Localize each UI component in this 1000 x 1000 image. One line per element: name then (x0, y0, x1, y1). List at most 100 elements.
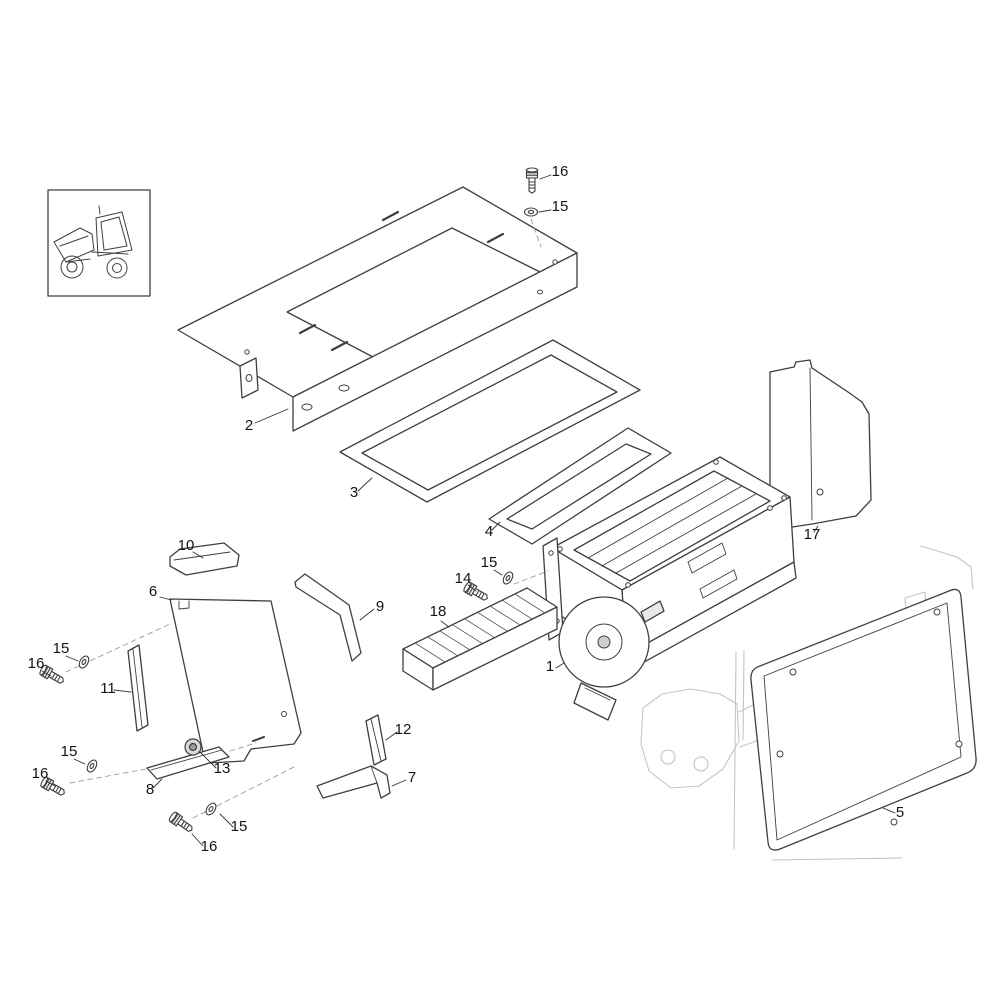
part-label-16-top: 16 (552, 163, 569, 180)
part-label-13: 13 (214, 760, 231, 777)
strip-crease (370, 765, 378, 784)
chassis-edge-left (733, 651, 737, 850)
washer-15-top (523, 207, 539, 217)
part-label-16-left-upper: 16 (28, 655, 45, 672)
part-label-15-mid: 15 (481, 554, 498, 571)
outlet-line (584, 687, 611, 701)
vehicle-thumbnail (47, 189, 151, 297)
flange-hole (537, 289, 543, 295)
panel-hole (776, 750, 784, 758)
rim-bolt (781, 495, 787, 501)
rim-bolt (557, 546, 563, 552)
bracket-crease (173, 551, 231, 561)
unit-vent (687, 542, 727, 574)
seal-inner (506, 443, 652, 530)
part-1-heater-unit (542, 456, 797, 721)
strip-outline (294, 573, 362, 662)
panel-hole (890, 818, 898, 826)
unit-slats (587, 477, 757, 574)
grommet-inner (188, 742, 198, 752)
panel-crease (809, 367, 813, 521)
part-5-rear-panel (750, 588, 977, 851)
plate-front-flange (292, 252, 578, 432)
background-chassis (640, 545, 974, 861)
part-9-trim-strip (294, 573, 362, 662)
part-13-grommet (184, 738, 202, 756)
washer-15-mid (500, 569, 516, 587)
bracket-hole (693, 756, 709, 772)
axis-line (69, 768, 147, 784)
axis-line (229, 742, 257, 752)
part-label-15-bottom: 15 (231, 818, 248, 835)
plate-hole (244, 349, 250, 355)
washer-15-bottom (203, 800, 219, 818)
seal-outer (488, 427, 672, 545)
washer-15-left-upper (76, 653, 92, 671)
part-labels: 16 15 2 3 4 17 1 18 14 15 10 6 9 15 16 1… (28, 163, 905, 855)
unit-connector (640, 600, 665, 623)
part-label-1: 1 (546, 658, 554, 675)
part-label-16-left-lower: 16 (32, 765, 49, 782)
part-label-15-left-lower: 15 (61, 743, 78, 760)
part-label-11: 11 (100, 680, 116, 697)
part-label-15-left-upper: 15 (53, 640, 70, 657)
part-2-mounting-plate (177, 186, 578, 432)
strip-outline (127, 644, 149, 732)
panel-hole (281, 711, 287, 717)
plate-hole (552, 259, 558, 265)
rim-bolt (625, 582, 631, 588)
axis-line (530, 218, 542, 248)
chassis-bracket (640, 688, 740, 789)
part-label-5: 5 (896, 804, 904, 821)
part-3-seal-frame-large (339, 339, 641, 503)
part-label-4: 4 (485, 523, 493, 540)
flange-hole (301, 403, 313, 411)
blower-outlet (573, 682, 617, 721)
part-label-2: 2 (245, 417, 253, 434)
part-label-14: 14 (455, 570, 472, 587)
strip-crease (132, 648, 143, 728)
panel-slot (252, 736, 265, 742)
part-17-side-panel (769, 359, 872, 529)
unit-vent (699, 569, 738, 599)
part-11-trim-strip (127, 644, 149, 732)
chassis-edge-left2 (742, 649, 745, 741)
screw-16-bottom (167, 810, 196, 836)
panel-inner-edge (763, 602, 962, 841)
part-label-6: 6 (149, 583, 157, 600)
filter-pleats (414, 593, 546, 663)
part-18-filter (402, 587, 558, 691)
part-12-trim-strip (365, 714, 387, 766)
flange-hole (338, 384, 350, 392)
part-label-10: 10 (178, 537, 195, 554)
washer-15-left-lower (84, 757, 100, 775)
screw-16-top (525, 167, 539, 194)
rim-bolt (767, 505, 773, 511)
bar-crease (150, 749, 223, 771)
seal-outer (339, 339, 641, 503)
part-label-12: 12 (395, 721, 412, 738)
part-label-17: 17 (804, 526, 821, 543)
part-10-bracket (169, 542, 240, 576)
panel-hole (816, 488, 824, 496)
panel-hole (789, 668, 797, 676)
chassis-edge-top (920, 545, 974, 590)
part-label-7: 7 (408, 769, 416, 786)
dumper-vehicle-icon (53, 205, 133, 279)
axis-line (513, 570, 549, 585)
filter-side (432, 606, 558, 691)
bracket-hole (660, 749, 676, 765)
strip-outline (316, 765, 391, 799)
part-label-16-bottom: 16 (201, 838, 218, 855)
strip-crease (370, 718, 382, 762)
frame-bolt (548, 550, 554, 556)
part-label-8: 8 (146, 781, 154, 798)
rim-bolt (713, 459, 719, 465)
part-label-3: 3 (350, 484, 358, 501)
part-4-seal-frame-small (488, 427, 672, 545)
panel-outline (750, 588, 977, 851)
part-label-18: 18 (430, 603, 447, 620)
blower-hub (597, 635, 611, 649)
tab-hole (245, 374, 253, 382)
